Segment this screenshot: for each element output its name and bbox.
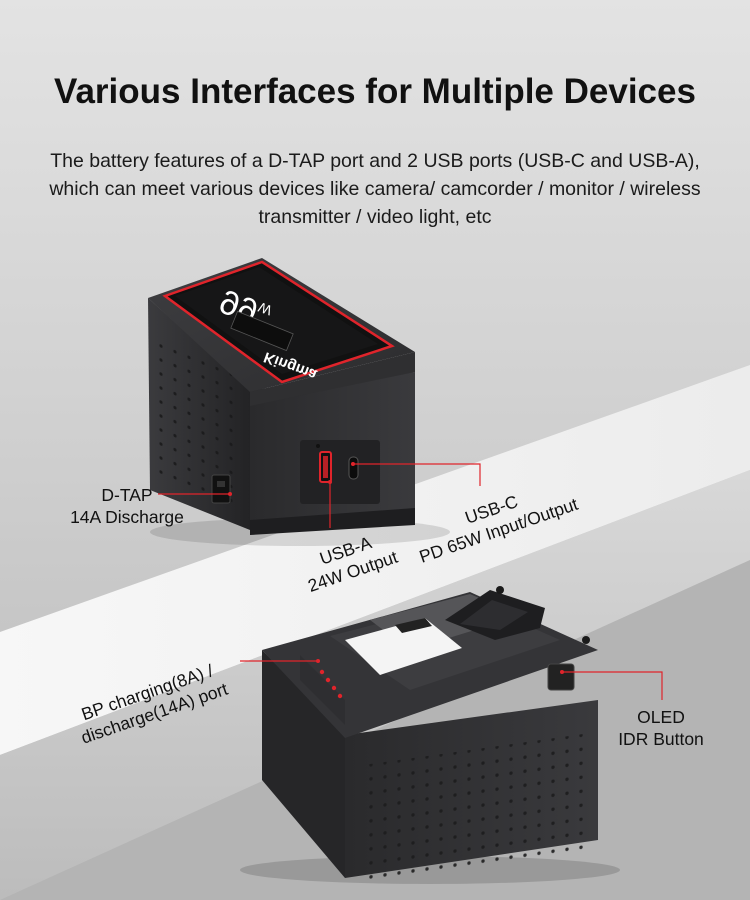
- callout-oled-title: OLED: [637, 707, 685, 727]
- bp-port: [300, 655, 345, 725]
- ledge-top: [0, 365, 750, 755]
- callout-oled-detail: IDR Button: [618, 729, 704, 749]
- usb-c-port: [348, 456, 359, 480]
- callout-lines: [158, 463, 663, 700]
- callout-dtap-title: D-TAP: [101, 485, 153, 505]
- battery-label: [345, 618, 462, 675]
- callout-dtap-detail: 14A Discharge: [70, 507, 184, 527]
- dtap-port: [211, 474, 231, 504]
- page-title: Various Interfaces for Multiple Devices: [54, 72, 696, 111]
- callout-dtap: D-TAP 14A Discharge: [52, 484, 202, 528]
- battery-bottom-unit: [240, 586, 620, 884]
- callout-oled: OLED IDR Button: [606, 706, 716, 750]
- oled-button: [547, 663, 575, 691]
- battery-top-unit: 99W Kingma: [148, 258, 450, 546]
- feature-description: The battery features of a D-TAP port and…: [49, 150, 701, 228]
